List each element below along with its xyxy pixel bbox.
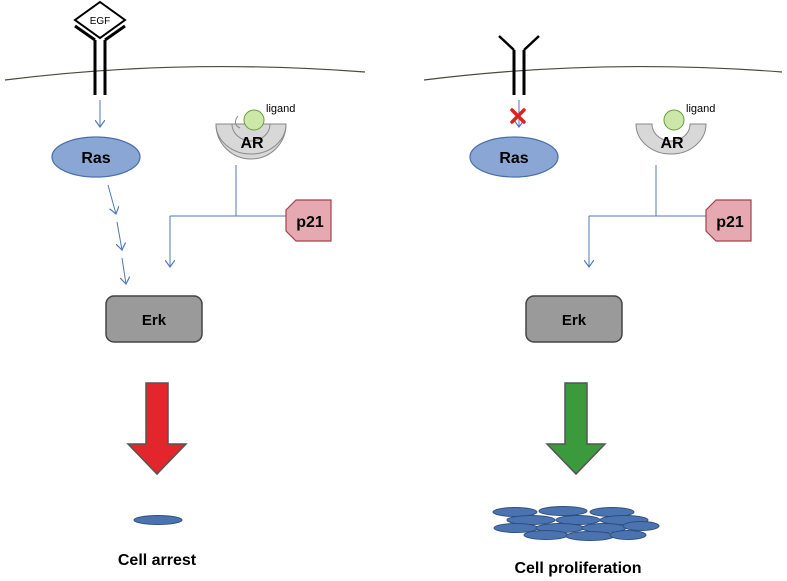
ras-node: Ras [469,136,559,178]
ras-node: Ras [51,136,141,178]
ligand-label: ligand [266,103,295,115]
block-x-icon [510,108,526,124]
outcome-arrow-red [126,382,188,476]
erk-label: Erk [562,312,587,329]
cell-proliferation-label: Cell proliferation [514,560,641,577]
left-panel: EGF Ras ligand AR [4,0,366,569]
cell-arrest-label: Cell arrest [118,552,197,569]
erk-label: Erk [142,312,167,329]
egf-label: EGF [90,16,111,27]
ar-label: AR [240,135,264,152]
ar-receptor: ligand AR [215,103,295,160]
egf-receptor: EGF [73,0,127,95]
erk-node: Erk [525,295,623,343]
ligand-circle [243,109,265,131]
p21-label: p21 [716,214,744,231]
p21-node: p21 [285,199,332,242]
ligand-circle [663,109,685,131]
ar-label: AR [660,135,684,152]
ligand-label: ligand [686,103,715,115]
p21-node: p21 [705,199,752,242]
outcome-arrow-green [545,382,607,476]
erk-node: Erk [105,295,203,343]
ar-p21-to-erk-lines [589,165,706,267]
p21-label: p21 [296,214,324,231]
ras-label: Ras [81,150,110,167]
ras-label: Ras [499,150,528,167]
ar-receptor: ligand AR [635,103,715,155]
proliferating-cells [492,506,660,541]
right-panel: Ras ligand AR p21 Erk [423,35,783,577]
empty-receptor [498,35,540,95]
cell-membrane [423,65,783,81]
arrested-cells [133,515,183,525]
ras-to-erk-chain [107,184,126,284]
ar-p21-to-erk-lines [170,165,286,267]
cell-membrane [4,65,366,81]
